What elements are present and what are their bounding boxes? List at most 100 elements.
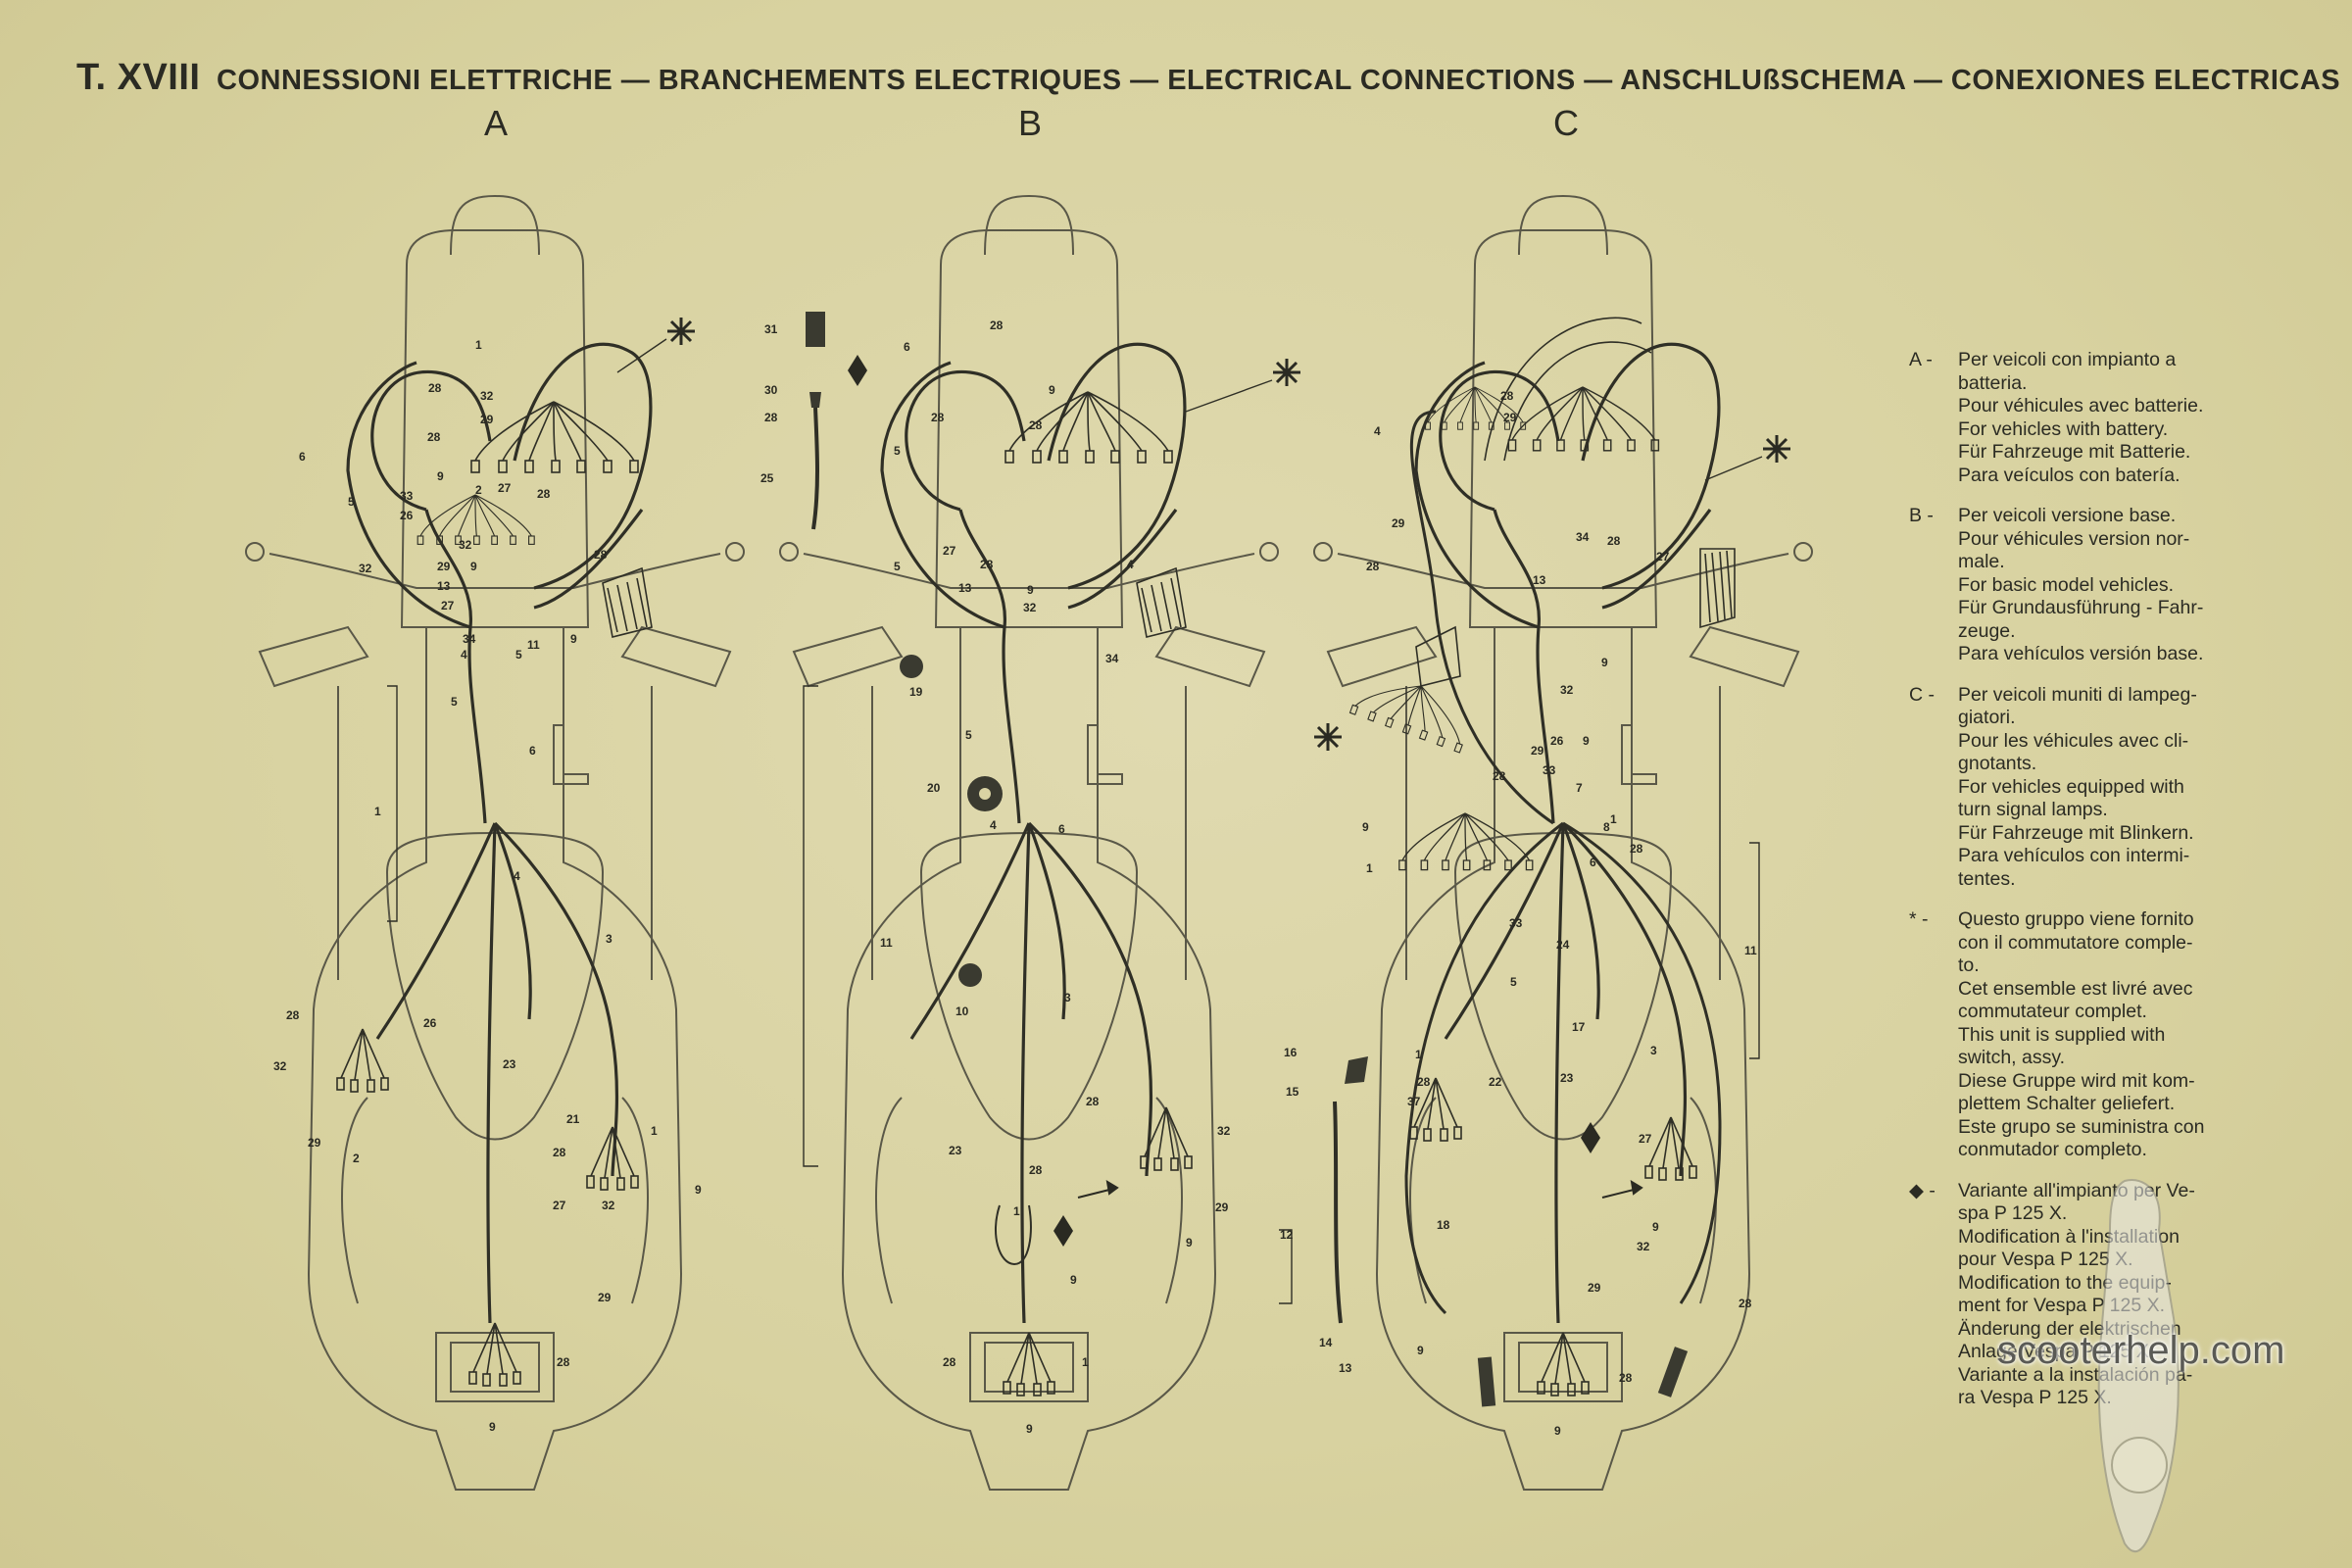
part-number-label: 29 — [1531, 744, 1544, 758]
legend-key: B - — [1909, 505, 1934, 526]
panel-label-b: B — [1018, 103, 1043, 143]
arrow-marks — [1077, 1180, 1643, 1199]
part-number-label: 4 — [1127, 558, 1134, 571]
part-number-label: 32 — [1637, 1240, 1650, 1253]
part-number-label: 32 — [273, 1059, 287, 1073]
part-number-label: 28 — [1630, 842, 1643, 856]
panel-label-a: A — [484, 103, 509, 143]
part-labels-c: 2829429283413289329272933262833912824586… — [1280, 389, 1757, 1438]
legend-line: gnotants. — [1958, 753, 2037, 774]
legend-line: Per veicoli muniti di lampeg- — [1958, 683, 2197, 706]
part-number-label: 32 — [1217, 1124, 1231, 1138]
legend-line: This unit is supplied with — [1958, 1023, 2166, 1046]
part-number-label: 34 — [463, 632, 476, 646]
part-number-label: 24 — [1556, 938, 1570, 952]
legend-line: spa P 125 X. — [1958, 1202, 2068, 1224]
part-number-label: 4 — [990, 818, 997, 832]
part-number-label: 29 — [480, 413, 494, 426]
legend-line: Per veicoli con impianto a — [1958, 349, 2177, 370]
part-number-label: 30 — [764, 383, 778, 397]
part-number-label: 4 — [514, 869, 520, 883]
part-number-label: 1 — [1366, 861, 1373, 875]
part-number-label: 4 — [461, 648, 467, 662]
legend-line: Für Grundausführung - Fahr- — [1958, 597, 2204, 618]
legend-line: Diese Gruppe wird mit kom- — [1958, 1069, 2195, 1092]
legend-line: giatori. — [1958, 707, 2016, 728]
part-number-label: 28 — [1366, 560, 1380, 573]
scooter-panel-b — [779, 195, 1279, 1491]
part-number-label: 5 — [515, 648, 522, 662]
legend-line: Este grupo se suministra con — [1958, 1115, 2205, 1138]
legend-line: con il commutatore comple- — [1958, 931, 2193, 954]
part-number-label: 28 — [980, 558, 994, 571]
part-number-label: 28 — [428, 381, 442, 395]
part-number-label: 12 — [1280, 1228, 1294, 1242]
part-number-label: 26 — [423, 1016, 437, 1030]
part-number-label: 28 — [537, 487, 551, 501]
page-title: T. XVIII CONNESSIONI ELETTRICHE — BRANCH… — [76, 57, 2340, 99]
part-number-label: 29 — [437, 560, 451, 573]
legend-line: Pour véhicules avec batterie. — [1958, 395, 2204, 416]
part-number-label: 29 — [1503, 411, 1517, 424]
part-number-label: 28 — [1029, 1163, 1043, 1177]
part-number-label: 15 — [1286, 1085, 1299, 1099]
part-number-label: 28 — [1500, 389, 1514, 403]
part-number-label: 23 — [1560, 1071, 1574, 1085]
part-number-label: 6 — [529, 744, 536, 758]
part-number-label: 1 — [374, 805, 381, 818]
part-number-label: 34 — [1576, 530, 1590, 544]
part-number-label: 27 — [553, 1199, 566, 1212]
legend-line: ra Vespa P 125 X. — [1958, 1387, 2112, 1408]
part-number-label: 9 — [1070, 1273, 1077, 1287]
part-number-label: 1 — [475, 338, 482, 352]
legend-key: A - — [1909, 349, 1933, 370]
plate-number: T. XVIII — [76, 57, 201, 98]
legend-key: * - — [1909, 908, 1929, 930]
part-number-label: 9 — [1186, 1236, 1193, 1250]
part-number-label: 29 — [1215, 1200, 1229, 1214]
scooter-panel-c — [1313, 195, 1813, 1491]
part-number-label: 29 — [308, 1136, 321, 1150]
legend-entry: C -Per veicoli muniti di lampeg-giatori.… — [1909, 684, 2272, 892]
part-number-label: 32 — [480, 389, 494, 403]
part-number-label: 5 — [1510, 975, 1517, 989]
part-number-label: 28 — [557, 1355, 570, 1369]
part-number-label: 32 — [602, 1199, 615, 1212]
legend-line: tentes. — [1958, 867, 2016, 890]
legend-line: Per veicoli versione base. — [1958, 505, 2177, 526]
part-number-label: 28 — [764, 411, 778, 424]
part-number-label: 6 — [1058, 822, 1065, 836]
part-number-label: 32 — [1023, 601, 1037, 614]
diamond-symbol — [848, 355, 1600, 1247]
part-number-label: 9 — [1026, 1422, 1033, 1436]
part-number-label: 29 — [1392, 516, 1405, 530]
part-number-label: 28 — [594, 548, 608, 562]
part-number-label: 28 — [427, 430, 441, 444]
part-number-label: 7 — [1576, 781, 1583, 795]
legend-line: Para vehículos versión base. — [1958, 643, 2204, 664]
part-number-label: 14 — [1319, 1336, 1333, 1349]
part-number-label: 27 — [498, 481, 512, 495]
part-number-label: 11 — [1744, 944, 1757, 957]
legend-line: turn signal lamps. — [1958, 799, 2108, 820]
part-number-label: 28 — [1417, 1075, 1431, 1089]
part-number-label: 1 — [1610, 812, 1617, 826]
legend-entry: B -Per veicoli versione base.Pour véhicu… — [1909, 505, 2272, 666]
part-number-label: 5 — [894, 560, 901, 573]
legend-line: plettem Schalter geliefert. — [1958, 1093, 2176, 1114]
legend-line: For vehicles equipped with — [1958, 775, 2184, 798]
part-number-label: 29 — [1588, 1281, 1601, 1295]
part-number-label: 26 — [1550, 734, 1564, 748]
part-number-label: 13 — [437, 579, 451, 593]
part-number-label: 28 — [286, 1008, 300, 1022]
part-number-label: 3 — [606, 932, 612, 946]
part-number-label: 21 — [566, 1112, 580, 1126]
legend-key: ◆ - — [1909, 1179, 1936, 1201]
part-number-label: 3 — [1064, 991, 1071, 1004]
part-number-label: 9 — [470, 560, 477, 573]
